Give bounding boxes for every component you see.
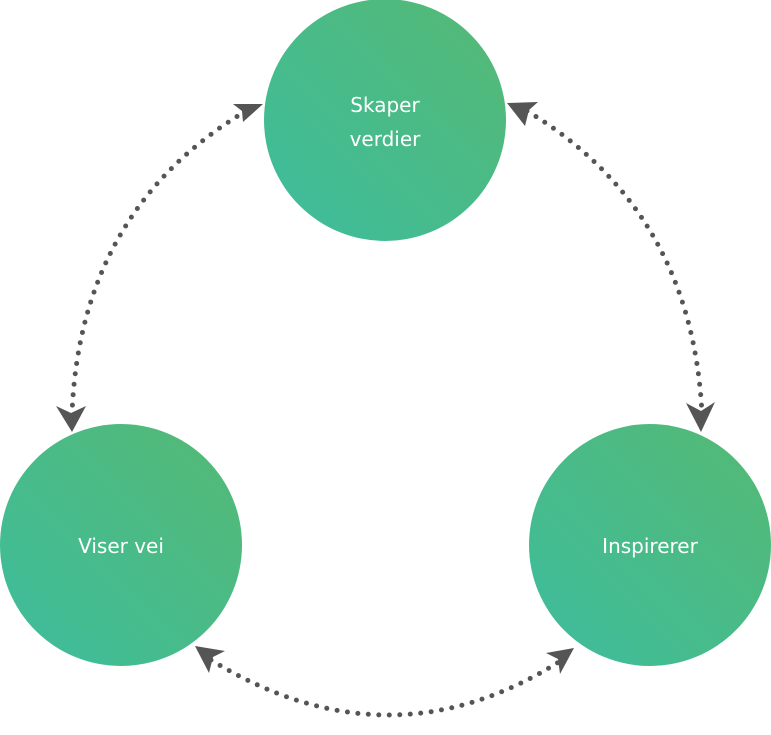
arc-top-left: [69, 108, 249, 417]
node-inspirerer: Inspirerer: [529, 424, 771, 666]
node-label: Viser vei: [78, 534, 164, 558]
node-skaper-verdier: Skaper verdier: [264, 0, 506, 241]
node-circle: [0, 424, 242, 666]
arrowhead-top-left-icon: [233, 104, 263, 122]
node-circle: [529, 424, 771, 666]
node-label: Inspirerer: [602, 534, 698, 558]
arrowhead-top-right-icon: [507, 102, 538, 126]
arc-left-right: [208, 657, 565, 718]
arrowhead-left-top-icon: [56, 406, 86, 432]
arrowhead-right-bottom-icon: [546, 648, 574, 674]
node-viser-vei: Viser vei: [0, 424, 242, 666]
node-label-line-1: Skaper: [350, 93, 420, 117]
arrowhead-right-top-icon: [686, 402, 715, 432]
arrowhead-left-bottom-icon: [195, 646, 225, 673]
node-label-line-2: verdier: [350, 127, 422, 151]
arc-top-right: [524, 108, 705, 417]
node-circle: [264, 0, 506, 241]
